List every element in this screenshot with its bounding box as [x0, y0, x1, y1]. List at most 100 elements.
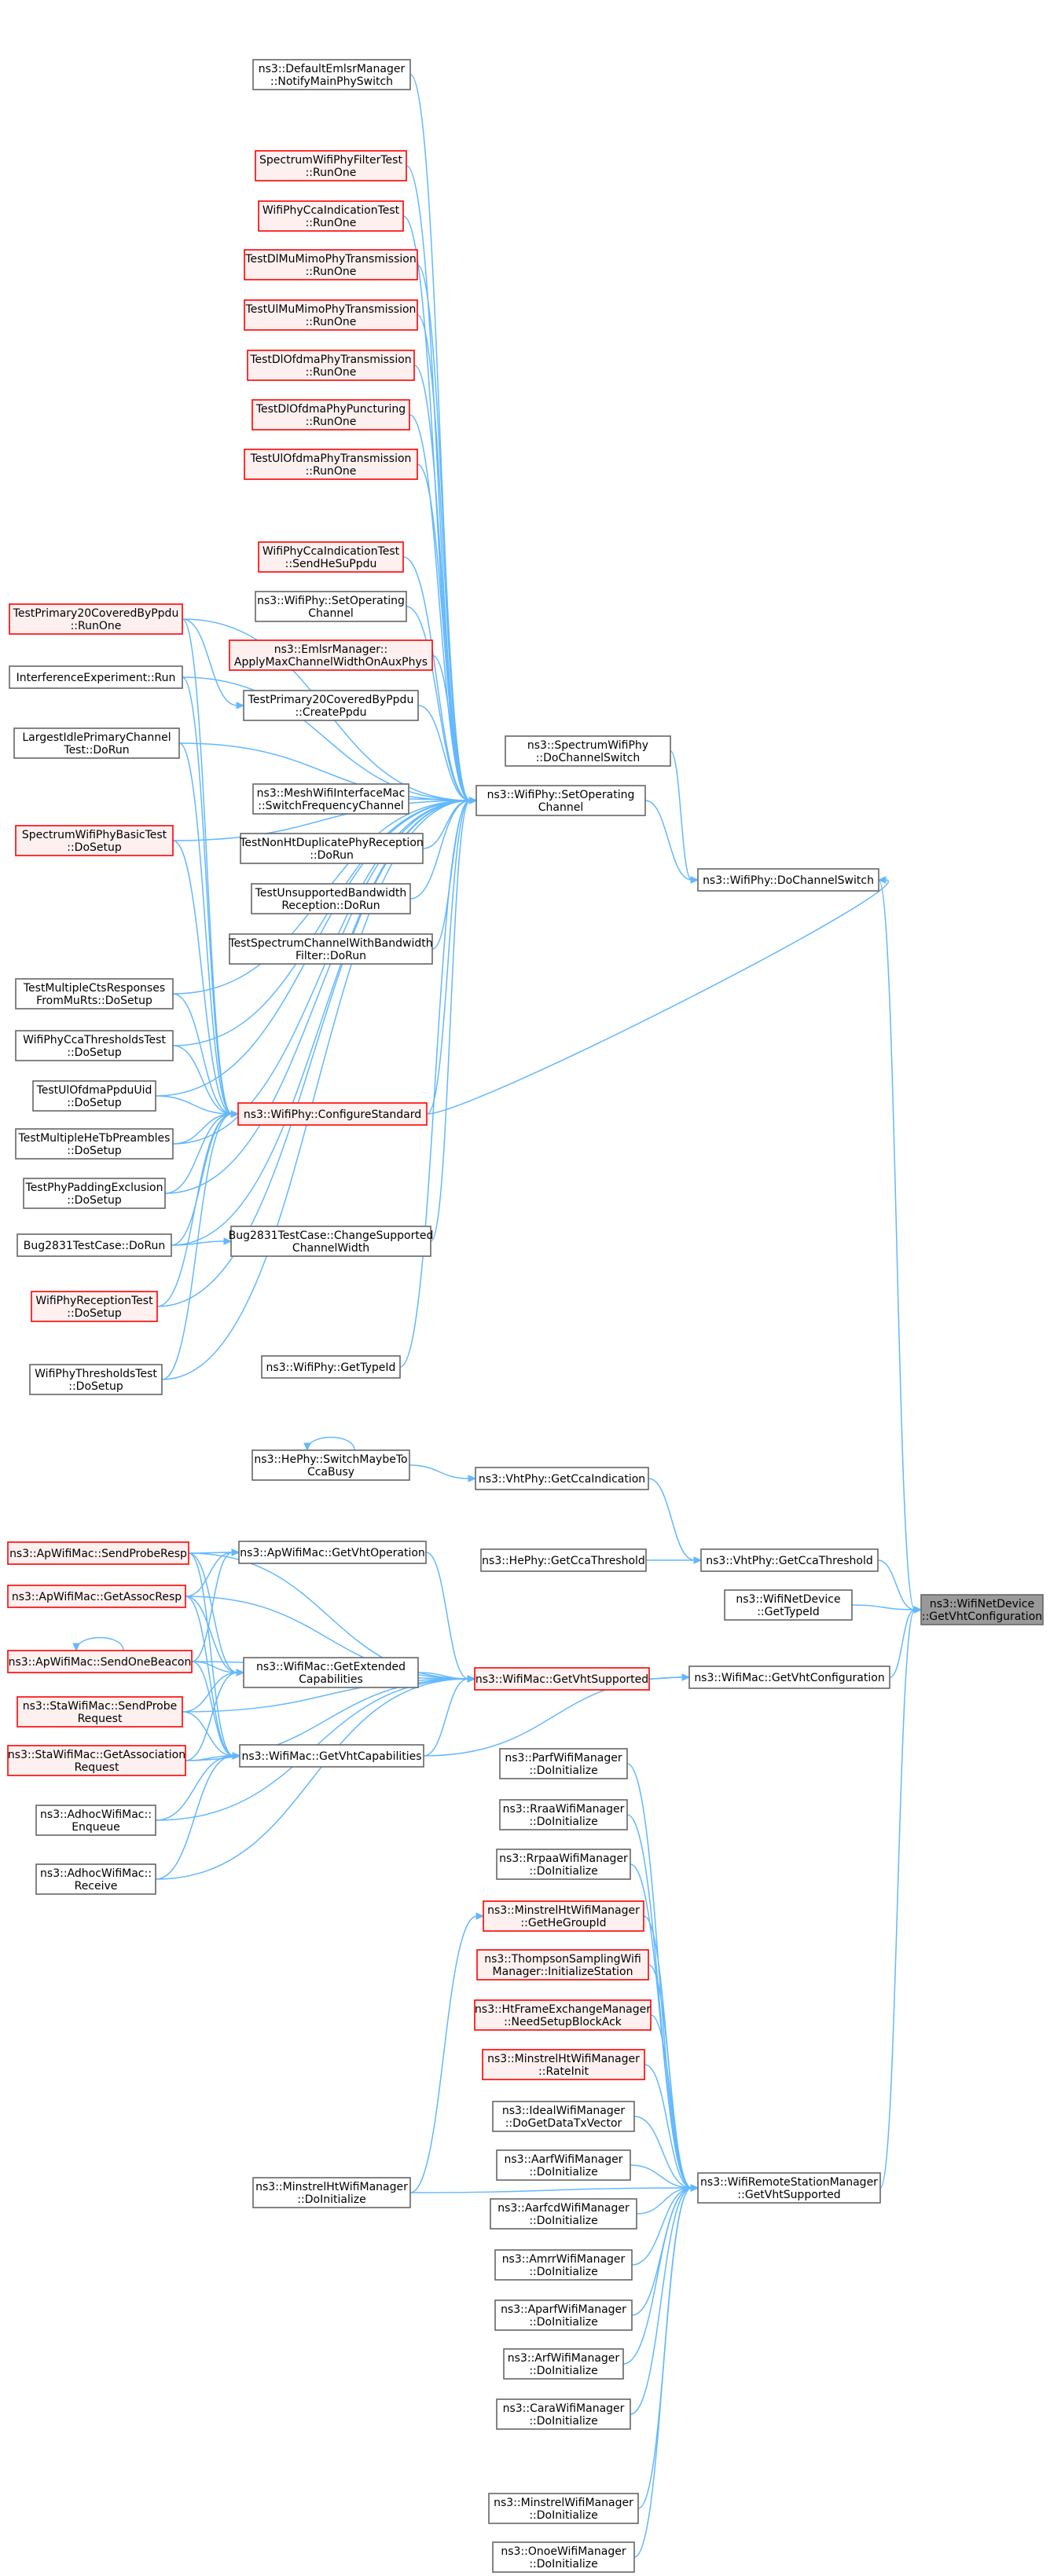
node-onoe[interactable]: ns3::OnoeWifiManager::DoInitialize — [492, 2541, 635, 2573]
node-spec-filt[interactable]: SpectrumWifiPhyFilterTest::RunOne — [255, 150, 407, 181]
node-aarfcd[interactable]: ns3::AarfcdWifiManager::DoInitialize — [490, 2198, 637, 2230]
node-ideal[interactable]: ns3::IdealWifiManager::DoGetDataTxVector — [492, 2101, 635, 2132]
node-ul-mu[interactable]: TestUlMuMimoPhyTransmission::RunOne — [244, 299, 418, 331]
node-aarf[interactable]: ns3::AarfWifiManager::DoInitialize — [496, 2149, 631, 2181]
node-mac-get-vht-sup[interactable]: ns3::WifiMac::GetVhtSupported — [474, 1667, 650, 1691]
node-multi-he-tb[interactable]: TestMultipleHeTbPreambles::DoSetup — [15, 1128, 174, 1160]
node-box — [496, 2398, 631, 2430]
node-dl-ofdma[interactable]: TestDlOfdmaPhyTransmission::RunOne — [247, 350, 415, 381]
node-label: ns3::WifiNetDevice — [736, 1593, 840, 1606]
node-vht-cca[interactable]: ns3::VhtPhy::GetCcaThreshold — [700, 1548, 879, 1572]
node-config-std[interactable]: ns3::WifiPhy::ConfigureStandard — [237, 1102, 428, 1126]
node-bug2831[interactable]: Bug2831TestCase::DoRun — [17, 1233, 172, 1257]
node-label: ::RunOne — [306, 217, 357, 229]
node-aparf[interactable]: ns3::AparfWifiManager::DoInitialize — [494, 2299, 633, 2331]
node-phy-recv[interactable]: WifiPhyReceptionTest::DoSetup — [31, 1291, 158, 1322]
node-cara[interactable]: ns3::CaraWifiManager::DoInitialize — [496, 2398, 631, 2430]
node-ap-probe[interactable]: ns3::ApWifiMac::SendProbeResp — [7, 1541, 189, 1565]
node-spec-basic[interactable]: SpectrumWifiPhyBasicTest::DoSetup — [15, 825, 174, 856]
node-dl-punc[interactable]: TestDlOfdmaPhyPuncturing::RunOne — [251, 399, 410, 431]
node-rsm-vht[interactable]: ns3::WifiRemoteStationManager::GetVhtSup… — [697, 2172, 881, 2204]
node-rraa[interactable]: ns3::RraaWifiManager::DoInitialize — [499, 1799, 628, 1830]
node-mesh-switch[interactable]: ns3::MeshWifiInterfaceMac::SwitchFrequen… — [252, 783, 409, 815]
node-ul-ofdma[interactable]: TestUlOfdmaPhyTransmission::RunOne — [244, 449, 418, 480]
node-min-rate[interactable]: ns3::MinstrelHtWifiManager::RateInit — [482, 2049, 645, 2080]
node-label: ::GetHeGroupId — [520, 1917, 606, 1929]
node-box — [505, 735, 671, 767]
node-box — [9, 603, 183, 635]
node-label: ::DoInitialize — [529, 2558, 597, 2571]
node-box — [7, 1650, 193, 1673]
node-multi-cts[interactable]: TestMultipleCtsResponsesFromMuRts::DoSet… — [15, 978, 174, 1010]
node-label: ApplyMaxChannelWidthOnAuxPhys — [234, 656, 428, 669]
node-cca-ind-he[interactable]: WifiPhyCcaIndicationTest::SendHeSuPpdu — [258, 541, 404, 573]
node-min-he-grp[interactable]: ns3::MinstrelHtWifiManager::GetHeGroupId — [483, 1900, 644, 1932]
node-dcs[interactable]: ns3::WifiPhy::DoChannelSwitch — [697, 868, 879, 892]
node-ap-assoc[interactable]: ns3::ApWifiMac::GetAssocResp — [7, 1585, 186, 1608]
node-ap-beacon[interactable]: ns3::ApWifiMac::SendOneBeacon — [7, 1650, 193, 1673]
node-box — [492, 2101, 635, 2132]
node-tp20-run[interactable]: TestPrimary20CoveredByPpdu::RunOne — [9, 603, 183, 635]
node-bug-change[interactable]: Bug2831TestCase::ChangeSupportedChannelW… — [229, 1226, 434, 1257]
node-cca-thr[interactable]: WifiPhyCcaThresholdsTest::DoSetup — [15, 1030, 174, 1061]
node-wnd-type[interactable]: ns3::WifiNetDevice::GetTypeId — [724, 1589, 853, 1621]
node-ht-fem[interactable]: ns3::HtFrameExchangeManager::NeedSetupBl… — [474, 1999, 652, 2031]
edge-notify-main-set-op-ch — [409, 74, 478, 804]
node-phy-get-type[interactable]: ns3::WifiPhy::GetTypeId — [261, 1355, 401, 1379]
edge-minstrel-rsm-vht — [637, 2184, 699, 2509]
edge-vht-cca-ind-vht-cca — [648, 1478, 703, 1564]
node-adhoc-recv[interactable]: ns3::AdhocWifiMac::Receive — [35, 1863, 156, 1895]
node-tp20-create[interactable]: TestPrimary20CoveredByPpdu::CreatePpdu — [243, 690, 419, 721]
edge-mac-vht-target — [889, 1606, 923, 1678]
node-spec-dcs[interactable]: ns3::SpectrumWifiPhy::DoChannelSwitch — [505, 735, 671, 767]
edge-ul-mu-set-op-ch — [417, 314, 478, 804]
node-amrr[interactable]: ns3::AmrrWifiManager::DoInitialize — [494, 2249, 633, 2281]
node-label: ns3::WifiMac::GetVhtCapabilities — [241, 1750, 421, 1763]
node-label: ::DoSetup — [67, 1046, 122, 1059]
node-box — [35, 1863, 156, 1895]
node-arf[interactable]: ns3::ArfWifiManager::DoInitialize — [503, 2348, 624, 2380]
node-parf[interactable]: ns3::ParfWifiManager::DoInitialize — [499, 1748, 628, 1779]
node-vht-cca-ind[interactable]: ns3::VhtPhy::GetCcaIndication — [475, 1467, 649, 1490]
node-label: ::RunOne — [306, 167, 357, 179]
node-box — [258, 541, 404, 573]
node-pad-excl[interactable]: TestPhyPaddingExclusion::DoSetup — [23, 1178, 166, 1209]
node-vht-cap[interactable]: ns3::WifiMac::GetVhtCapabilities — [239, 1744, 424, 1768]
edge-ap-assoc-vht-cap — [185, 1596, 241, 1760]
node-non-ht[interactable]: TestNonHtDuplicatePhyReception::DoRun — [239, 833, 424, 864]
node-label: ns3::CaraWifiManager — [503, 2402, 625, 2415]
node-box — [31, 1291, 158, 1322]
node-box — [496, 2149, 631, 2181]
node-spec-ch-bw[interactable]: TestSpectrumChannelWithBandwidthFilter::… — [228, 933, 433, 965]
node-he-phy-cca[interactable]: ns3::HePhy::GetCcaThreshold — [480, 1548, 647, 1572]
node-ap-op[interactable]: ns3::ApWifiMac::GetVhtOperation — [238, 1541, 427, 1564]
node-notify-main[interactable]: ns3::DefaultEmlsrManager::NotifyMainPhyS… — [252, 59, 411, 90]
node-interf[interactable]: InterferenceExperiment::Run — [9, 665, 183, 689]
node-box — [17, 1696, 183, 1728]
edge-ap-beacon-ap-beacon — [72, 1636, 124, 1652]
node-mac-vht[interactable]: ns3::WifiMac::GetVhtConfiguration — [688, 1665, 890, 1689]
node-target[interactable]: ns3::WifiNetDevice::GetVhtConfiguration — [920, 1594, 1044, 1625]
node-label: WifiPhyReceptionTest — [35, 1295, 153, 1307]
node-label: ns3::WifiPhy::ConfigureStandard — [244, 1108, 421, 1121]
node-phy-thr[interactable]: WifiPhyThresholdsTest::DoSetup — [29, 1364, 163, 1395]
node-ul-ofdma-uid[interactable]: TestUlOfdmaPpduUid::DoSetup — [32, 1080, 156, 1112]
node-minstrel-ht-init[interactable]: ns3::MinstrelHtWifiManager::DoInitialize — [252, 2177, 411, 2208]
node-adhoc-enq[interactable]: ns3::AdhocWifiMac::Enqueue — [35, 1805, 156, 1836]
node-label: ns3::WifiPhy::SetOperating — [257, 595, 405, 607]
node-dl-mu[interactable]: TestDlMuMimoPhyTransmission::RunOne — [244, 249, 418, 280]
node-cca-ind-run[interactable]: WifiPhyCcaIndicationTest::RunOne — [258, 200, 404, 232]
node-label: TestPrimary20CoveredByPpdu — [13, 607, 179, 620]
node-thompson[interactable]: ns3::ThompsonSamplingWifiManager::Initia… — [476, 1949, 649, 1981]
node-rrpaa[interactable]: ns3::RrpaaWifiManager::DoInitialize — [496, 1849, 631, 1880]
node-minstrel[interactable]: ns3::MinstrelWifiManager::DoInitialize — [488, 2493, 639, 2524]
node-emlsr-apply[interactable]: ns3::EmlsrManager::ApplyMaxChannelWidthO… — [229, 639, 433, 671]
